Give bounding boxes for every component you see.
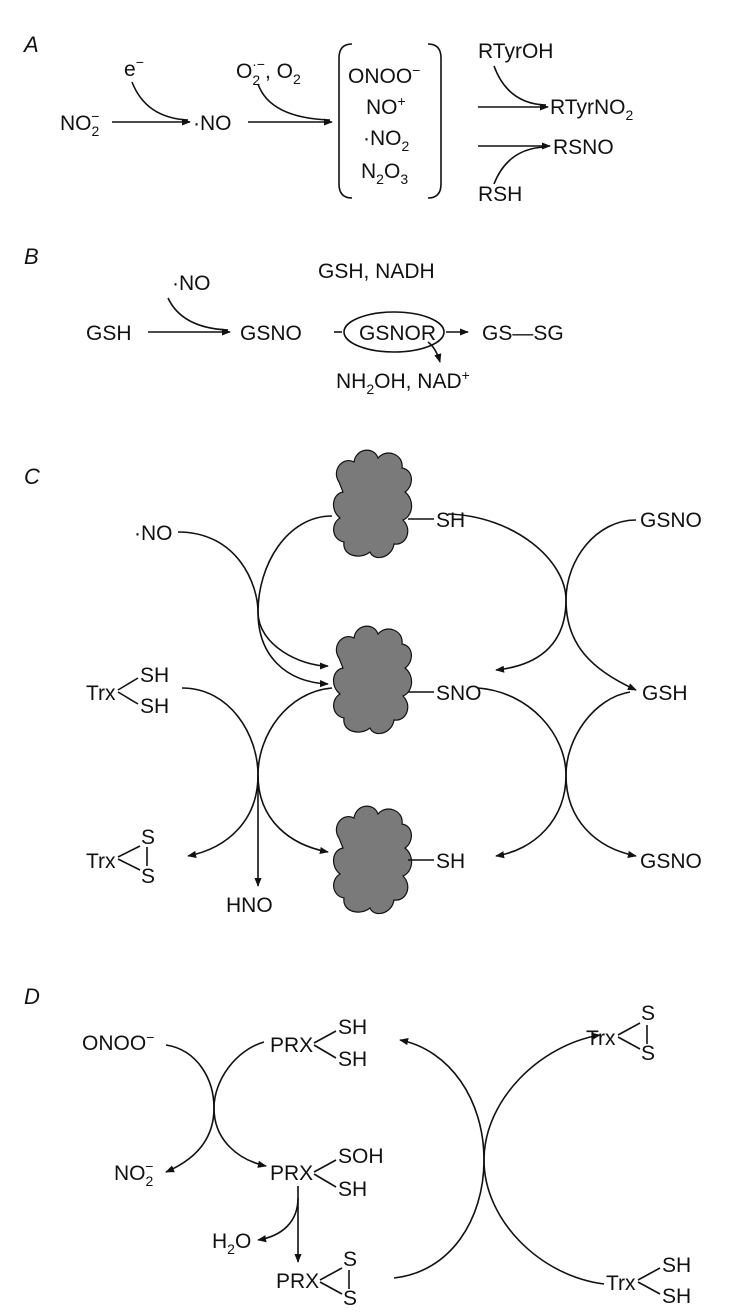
- prx-sulfenic-thiol: SH: [338, 1178, 367, 1201]
- peroxynitrite-oxidation-curve: [165, 1044, 267, 1168]
- gsnor-enzyme-label: GSNOR: [359, 322, 436, 345]
- protein-to-gsh-curve: [447, 513, 637, 691]
- protein-thiol-bottom: SH: [436, 850, 465, 873]
- prx-disulfide-label: PRX: [276, 1270, 319, 1293]
- panel-b-label: B: [24, 244, 39, 269]
- gsno-top-label: GSNO: [640, 509, 702, 532]
- trx-reduced-label: Trx: [606, 1272, 636, 1295]
- protein-snitroso-label: SNO: [436, 682, 482, 705]
- no-input-curve: [167, 297, 229, 331]
- nitrite-release-curve: [165, 1041, 265, 1173]
- gsno-bottom-label: GSNO: [640, 850, 702, 873]
- thiol-to-snitroso-curve: [257, 515, 333, 688]
- snitroso-to-gsno-curve: [477, 687, 637, 858]
- trx-oxidation-curve: [187, 687, 333, 858]
- prx-sulfenic-acid: SOH: [338, 1145, 384, 1168]
- trx-reduced-bond-lower: [637, 1281, 661, 1295]
- rns-bracket-left: [338, 43, 353, 199]
- cofactors-label: GSH, NADH: [318, 260, 435, 283]
- thiol-input-curve: [493, 146, 547, 185]
- byproducts-label: NH2OH, NAD+: [336, 367, 470, 397]
- superoxide-oxygen-label: O2·−, O2: [236, 56, 301, 88]
- prx-sulfenic-label: PRX: [270, 1162, 313, 1185]
- tyrosine-input-curve: [493, 65, 547, 106]
- peroxynitrite-label: ONOO−: [82, 1029, 154, 1055]
- trx-bond-upper: [117, 677, 139, 691]
- prx-disulfide-bond-upper: [319, 1267, 343, 1281]
- prx-reduced-label: PRX: [270, 1034, 313, 1057]
- prx-sulfenic-bond-lower: [313, 1173, 337, 1188]
- nitrite-label: NO2−: [60, 108, 100, 139]
- trx-disulfide-bond-upper: [617, 1022, 641, 1036]
- prx-sulfur-upper: S: [343, 1248, 357, 1271]
- prx-regeneration-curve: [393, 1038, 485, 1279]
- trx-sulfur-lower: S: [141, 865, 155, 888]
- prx-sulfur-lower: S: [343, 1287, 357, 1310]
- glutathione-label: GSH: [642, 682, 688, 705]
- protein-top: [333, 449, 413, 559]
- tyrosine-label: RTyrOH: [478, 40, 553, 63]
- protein-bottom: [333, 805, 413, 915]
- byproduct-curve: [427, 341, 442, 363]
- panel-d-label: D: [24, 984, 40, 1009]
- trx-disulfide-bond-upper: [117, 845, 141, 858]
- trx-reduced-bond-upper: [637, 1267, 661, 1281]
- nitric-oxide-label: ·NO: [172, 272, 211, 295]
- trx-thiol-upper: SH: [140, 664, 169, 687]
- trx-denitrosation-curve: [181, 687, 329, 855]
- trx-thiol-lower: SH: [662, 1285, 691, 1308]
- nitric-oxide-label: ·NO: [193, 112, 232, 135]
- trx-thiol-lower: SH: [140, 695, 169, 718]
- panel-c-label: C: [24, 464, 40, 489]
- trx-thiol-upper: SH: [662, 1254, 691, 1277]
- gsh-to-protein-curve: [495, 691, 631, 859]
- panel-c: C SH SNO SH ·NO GSNO GSH Trx SH SH HNO T…: [24, 449, 702, 917]
- trx-sulfur-upper: S: [141, 826, 155, 849]
- panel-a: A NO2− e− ·NO O2·−, O2 ONOO− NO+ ·NO2 N2…: [22, 32, 633, 206]
- electron-label: e−: [124, 54, 144, 81]
- gsno-label: GSNO: [240, 322, 302, 345]
- nitrosonium-label: NO+: [366, 93, 406, 119]
- trx-reduced-label: Trx: [86, 682, 116, 705]
- prx-bond-lower: [313, 1044, 337, 1059]
- protein-middle: [333, 625, 413, 735]
- gsnor-enzyme-oval: [343, 311, 445, 353]
- hno-label: HNO: [226, 894, 273, 917]
- nitrite-label: NO2−: [114, 1158, 154, 1189]
- electron-input-curve: [131, 81, 189, 121]
- nitrogen-dioxide-label: ·NO2: [363, 127, 410, 154]
- panel-a-label: A: [22, 32, 39, 57]
- trx-bond-lower: [117, 691, 139, 705]
- prx-thiol-lower: SH: [338, 1048, 367, 1071]
- trx-sulfur-upper: S: [641, 1002, 655, 1025]
- no-to-protein-curve: [177, 531, 329, 670]
- prx-sulfenic-bond-upper: [313, 1159, 337, 1173]
- panel-b: B ·NO GSH GSNO GSH, NADH GSNOR GS—SG NH2…: [24, 244, 564, 397]
- trx-disulfide-bond-lower: [617, 1036, 641, 1050]
- trx-oxidized-label: Trx: [586, 1027, 616, 1050]
- trx-disulfide-bond-lower: [117, 858, 141, 871]
- dinitrogen-trioxide-label: N2O3: [361, 160, 408, 187]
- nitric-oxide-label: ·NO: [134, 522, 173, 545]
- water-label: H2O: [212, 1230, 251, 1257]
- panel-d: D ONOO− PRX SH SH NO2− PRX SOH SH H2O PR…: [24, 984, 691, 1310]
- prx-bond-upper: [313, 1030, 337, 1044]
- thiol-label: RSH: [478, 183, 522, 206]
- water-release-curve: [257, 1197, 299, 1243]
- trx-oxidation-curve: [483, 1032, 605, 1285]
- trx-oxidized-label: Trx: [86, 850, 116, 873]
- rns-bracket-right: [427, 43, 442, 199]
- glutathione-label: GSH: [86, 322, 132, 345]
- nitrosothiol-label: RSNO: [553, 136, 614, 159]
- trx-sulfur-lower: S: [641, 1042, 655, 1065]
- nitrotyrosine-label: RTyrNO2: [550, 96, 633, 123]
- protein-thiol-top: SH: [436, 509, 465, 532]
- oxidant-input-curve: [257, 83, 331, 121]
- prx-thiol-upper: SH: [338, 1016, 367, 1039]
- peroxynitrite-label: ONOO−: [348, 62, 420, 88]
- prx-disulfide-bond-lower: [319, 1281, 343, 1295]
- glutathione-disulfide-label: GS—SG: [482, 322, 564, 345]
